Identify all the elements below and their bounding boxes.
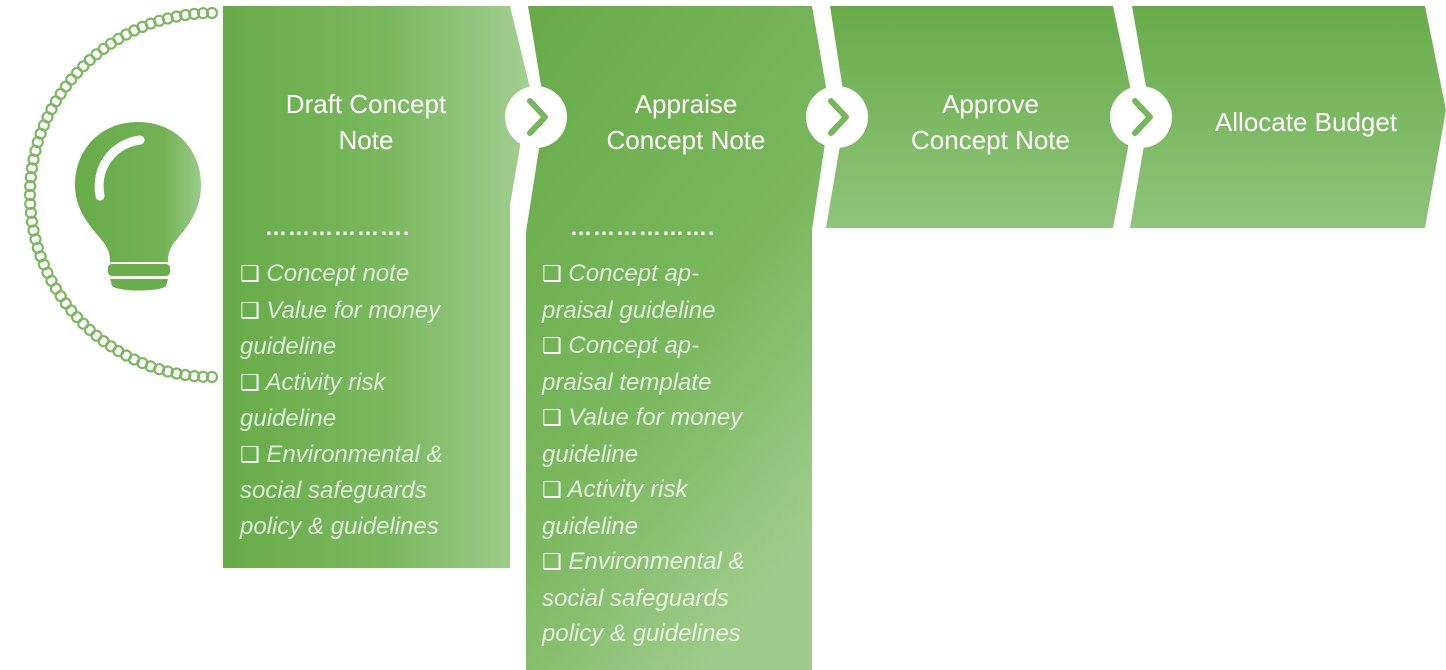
checklist-item: guideline bbox=[240, 329, 443, 365]
title-line: Draft Concept bbox=[285, 89, 447, 119]
checklist-text: Activity risk bbox=[259, 368, 386, 396]
divider: ………………. bbox=[265, 215, 411, 240]
stage-approve-title: Approve Concept Note bbox=[858, 86, 1123, 158]
checklist-text: Value for money bbox=[561, 404, 743, 431]
checklist-item: guideline bbox=[542, 437, 745, 473]
checkbox-icon: ❑ bbox=[542, 550, 562, 575]
stage-allocate-title: Allocate Budget bbox=[1170, 104, 1442, 140]
checklist-text: praisal template bbox=[542, 368, 712, 396]
divider: ………………. bbox=[570, 215, 716, 240]
title-line: Concept Note bbox=[606, 125, 766, 155]
checklist-text: Activity risk bbox=[561, 476, 688, 503]
stage-approve-block bbox=[826, 6, 1135, 228]
stage-draft-title: Draft Concept Note bbox=[232, 86, 500, 158]
checklist-text: policy & guidelines bbox=[240, 512, 439, 540]
checklist-item: ❑ Activity risk bbox=[240, 365, 443, 402]
title-line: Appraise bbox=[634, 89, 738, 119]
chevron-right-icon bbox=[806, 86, 868, 148]
checklist-text: Concept note bbox=[259, 260, 410, 287]
title-line: Approve bbox=[942, 89, 1039, 119]
checkbox-icon: ❑ bbox=[240, 442, 260, 468]
checkbox-icon: ❑ bbox=[542, 406, 562, 431]
arc-loop bbox=[70, 311, 84, 324]
stage-draft-block bbox=[223, 6, 530, 568]
checklist-text: guideline bbox=[542, 440, 639, 468]
checklist-item: policy & guidelines bbox=[542, 616, 745, 652]
checklist-item: policy & guidelines bbox=[240, 509, 443, 545]
checklist-item: ❑ Environmental & bbox=[240, 437, 443, 474]
checkbox-icon: ❑ bbox=[240, 370, 260, 396]
checkbox-icon: ❑ bbox=[542, 334, 562, 359]
checkbox-icon: ❑ bbox=[542, 478, 562, 503]
arc-loop bbox=[77, 317, 90, 330]
checkbox-icon: ❑ bbox=[240, 298, 260, 324]
checkbox-icon: ❑ bbox=[542, 262, 562, 287]
stage-appraise-title: Appraise Concept Note bbox=[555, 86, 817, 158]
checklist-item: ❑ Environmental & bbox=[542, 544, 745, 581]
checklist-text: Environmental & bbox=[561, 548, 745, 575]
checklist-text: praisal guideline bbox=[542, 296, 716, 324]
arc-loop bbox=[77, 60, 90, 73]
checklist-text: Environmental & bbox=[259, 440, 443, 468]
checklist-text: Concept ap- bbox=[561, 260, 700, 287]
checklist-item: ❑ Activity risk bbox=[542, 472, 745, 509]
checklist-item: social safeguards bbox=[240, 473, 443, 509]
checklist-item: ❑ Value for money bbox=[542, 400, 745, 437]
chevron-right-icon bbox=[1110, 86, 1172, 148]
checklist-item: guideline bbox=[240, 401, 443, 437]
checklist-text: policy & guidelines bbox=[542, 620, 741, 647]
lightbulb-icon bbox=[75, 122, 201, 291]
checklist-text: Concept ap- bbox=[561, 332, 700, 359]
checklist-text: guideline bbox=[240, 405, 337, 432]
checklist-text: social safeguards bbox=[542, 584, 729, 612]
checklist-item: social safeguards bbox=[542, 581, 745, 617]
arc-loop bbox=[205, 370, 219, 384]
title-line: Allocate Budget bbox=[1214, 107, 1398, 137]
checklist-text: guideline bbox=[542, 512, 639, 540]
stage-appraise-block bbox=[526, 6, 830, 670]
chevron-right-icon bbox=[505, 86, 567, 148]
stage-allocate-block bbox=[1130, 6, 1446, 228]
title-line: Note bbox=[338, 125, 394, 155]
checklist-item: guideline bbox=[542, 509, 745, 545]
checklist-item: ❑ Concept ap- bbox=[542, 328, 745, 365]
checklist-item: ❑ Concept ap- bbox=[542, 256, 745, 293]
checklist-item: ❑ Value for money bbox=[240, 293, 443, 330]
title-line: Concept Note bbox=[911, 125, 1070, 155]
stage-appraise-checklist: ❑ Concept ap-praisal guideline ❑ Concept … bbox=[542, 256, 745, 652]
scalloped-arc bbox=[23, 6, 219, 384]
checklist-item: ❑ Concept note bbox=[240, 256, 443, 293]
checklist-item: praisal guideline bbox=[542, 293, 745, 329]
checklist-text: Value for money bbox=[259, 296, 441, 324]
checklist-item: praisal template bbox=[542, 365, 745, 401]
checkbox-icon: ❑ bbox=[240, 262, 260, 287]
checklist-text: guideline bbox=[240, 333, 337, 360]
arc-loop bbox=[83, 53, 96, 67]
checklist-text: social safeguards bbox=[240, 477, 427, 504]
